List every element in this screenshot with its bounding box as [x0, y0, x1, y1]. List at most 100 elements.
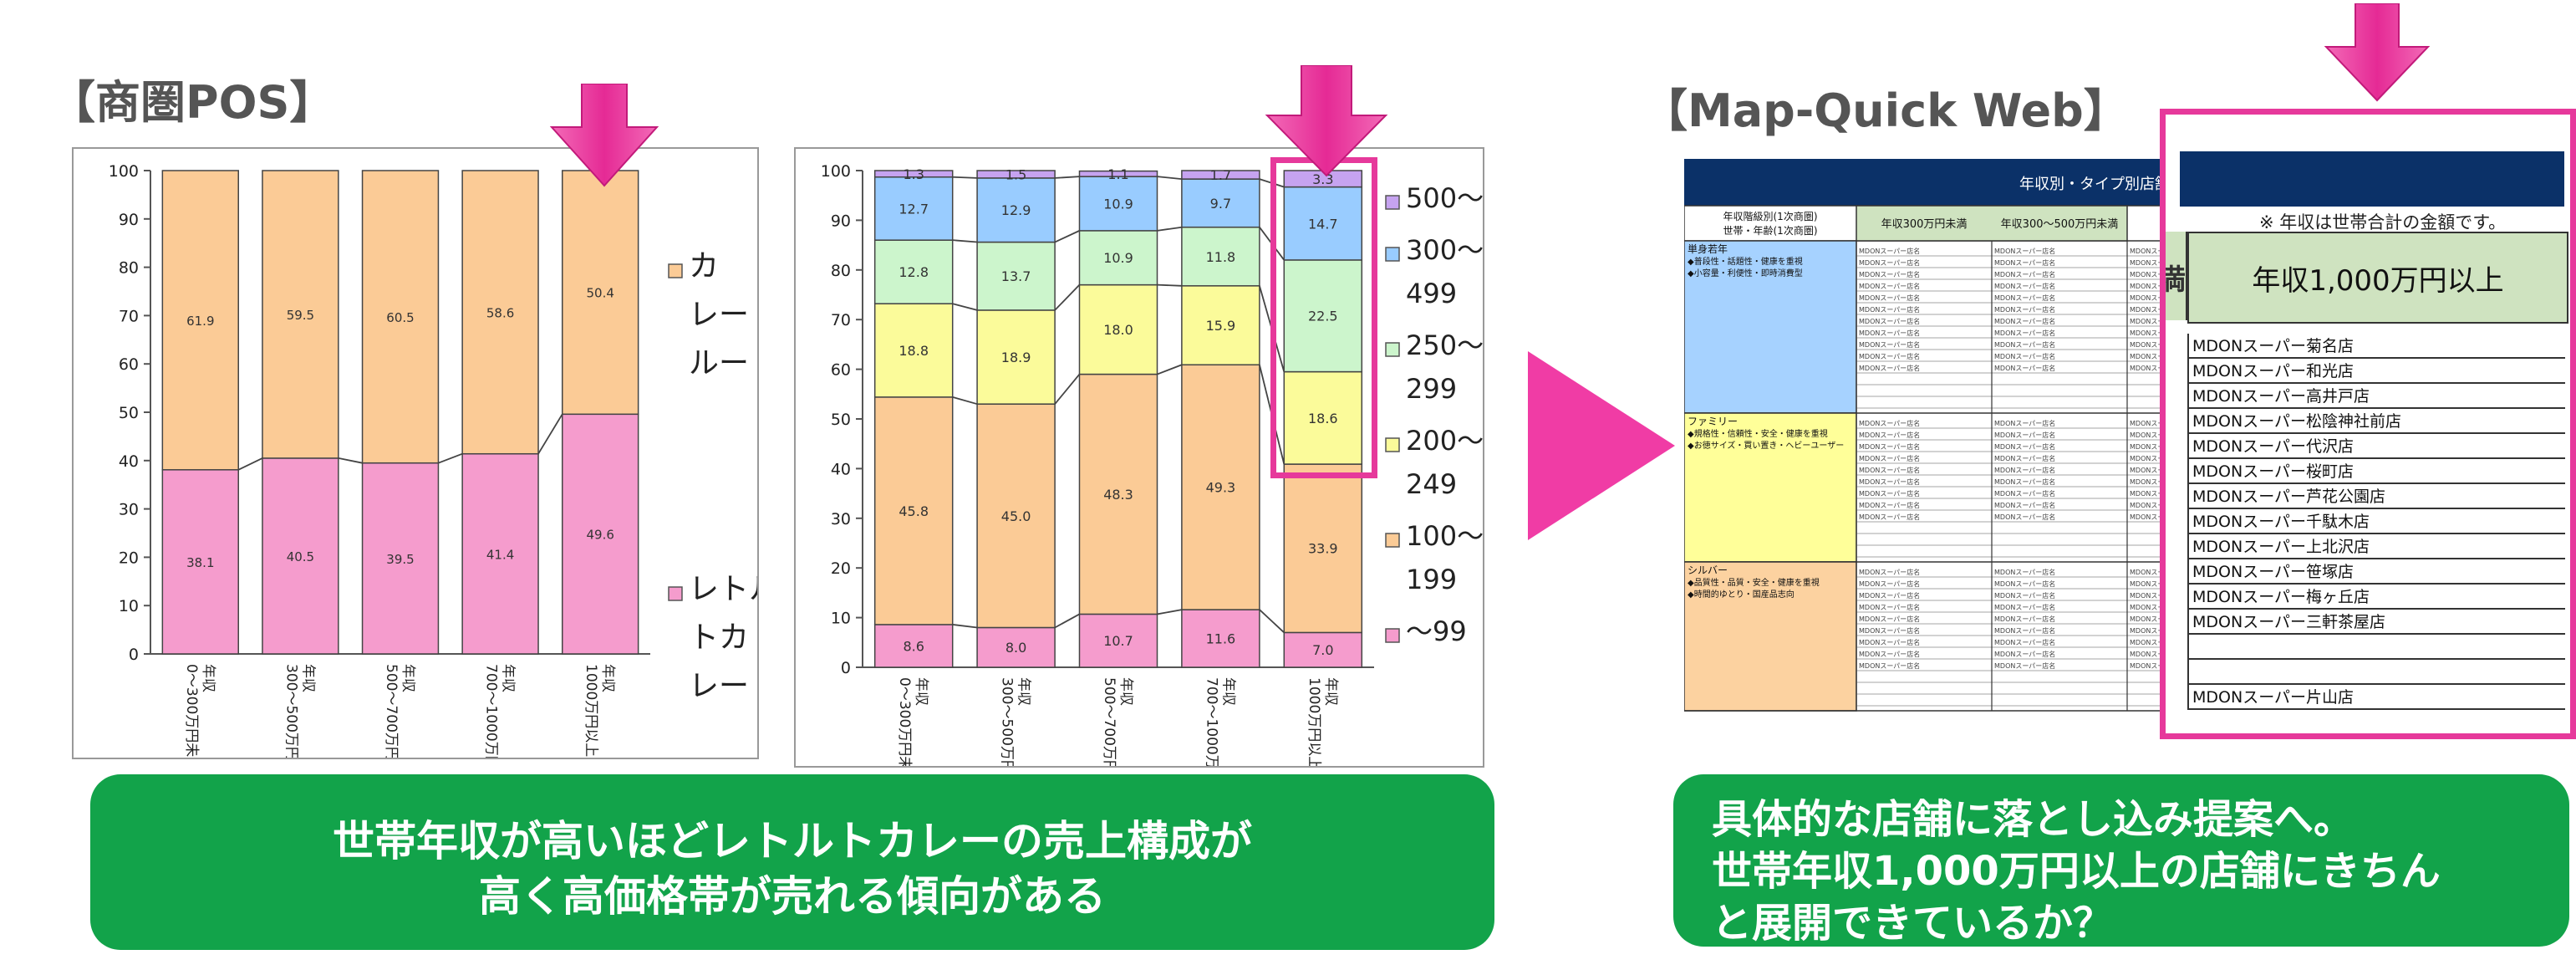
- series-connector: [1055, 176, 1080, 179]
- x-tick-label-group: 年収300～500万円未満: [999, 677, 1032, 803]
- row-group-bullet: ◆規格性・信頼性・安全・健康を重視: [1688, 428, 1828, 439]
- series-connector: [1054, 230, 1080, 243]
- right-banner-line2: 世帯年収1,000万円以上の店舗にきちん: [1712, 848, 2441, 895]
- series-connector: [338, 457, 363, 464]
- data-label: 12.8: [899, 264, 929, 280]
- legend-swatch: [1385, 628, 1400, 643]
- x-tick-label: 年収: [500, 664, 517, 692]
- table-cell-text: MDONスーパー店名: [1994, 294, 2055, 302]
- left-section-title: 【商圏POS】: [50, 76, 335, 129]
- table-cell-text: MDONスーパー店名: [1994, 626, 2055, 635]
- data-label: 13.7: [1001, 268, 1031, 284]
- table-cell-text: MDONスーパー店名: [1859, 454, 1920, 462]
- bar-segment: [976, 170, 1056, 179]
- bar-segment: [976, 626, 1056, 668]
- bar-segment: [1078, 176, 1158, 232]
- x-tick-label: 年収: [299, 664, 316, 692]
- table-cell-text: MDONスーパー店名: [1994, 638, 2055, 646]
- x-tick-label: 700～1000万円未満: [1203, 677, 1219, 766]
- data-label: 1.5: [1005, 166, 1026, 182]
- legend-label: 250～: [1406, 329, 1483, 361]
- down-arrow-icon: [2324, 3, 2431, 102]
- partial-column: 満: [2166, 232, 2187, 320]
- y-tick-label: 20: [119, 549, 139, 567]
- table-cell-text: MDONスーパー店名: [1994, 270, 2055, 278]
- x-tick-label: 年収: [200, 664, 216, 692]
- table-cell-text: MDONスーパー店名: [1994, 329, 2055, 337]
- legend-label: レトル: [689, 572, 757, 606]
- bar-segment: [1181, 170, 1260, 180]
- bar-segment: [1283, 370, 1363, 465]
- table-cell-text: MDONスーパー店名: [1859, 329, 1920, 337]
- bar-segment: [1181, 226, 1260, 287]
- y-tick-label: 90: [119, 211, 139, 229]
- row-group-title: ファミリー: [1688, 416, 1738, 427]
- data-label: 10.9: [1103, 250, 1133, 266]
- data-label: 18.0: [1103, 322, 1133, 338]
- legend-label: 499: [1406, 278, 1457, 309]
- bar-segment: [361, 462, 440, 655]
- y-tick-label: 20: [831, 559, 851, 578]
- table-cell-text: MDONスーパー店名: [1859, 626, 1920, 635]
- y-tick-label: 50: [831, 411, 851, 429]
- table-cell-text: MDONスーパー店名: [1859, 258, 1920, 267]
- store-row: MDONスーパー桜町店: [2187, 459, 2565, 484]
- table-cell-text: MDONスーパー店名: [1994, 661, 2055, 670]
- series-connector: [952, 303, 978, 311]
- series-connector: [1054, 373, 1081, 405]
- table-cell-text: MDONスーパー店名: [1859, 442, 1920, 451]
- data-label: 18.8: [899, 343, 929, 359]
- y-tick-label: 0: [841, 659, 851, 677]
- table-cell-text: MDONスーパー店名: [1859, 579, 1920, 588]
- right-banner-line3: と展開できているか？: [1712, 900, 2114, 947]
- table-cell-text: MDONスーパー店名: [1859, 591, 1920, 600]
- bar-segment: [1078, 170, 1158, 177]
- table-col-header: 年収300万円未満: [1881, 218, 1968, 231]
- y-tick-label: 100: [821, 162, 851, 181]
- bar-segment: [976, 403, 1056, 629]
- zoom-1000man-list: ※ 年収は世帯合計の金額です。 満 年収1,000万円以上 MDONスーパー菊名…: [2160, 109, 2576, 739]
- row-group-label-cell: [1683, 561, 1857, 712]
- bar-segment: [361, 170, 440, 464]
- y-tick-label: 60: [831, 361, 851, 380]
- left-summary-banner: 世帯年収が高いほどレトルトカレーの売上構成が 高く高価格帯が売れる傾向がある: [90, 774, 1494, 950]
- table-cell-text: MDONスーパー店名: [1859, 431, 1920, 439]
- data-label: 48.3: [1103, 487, 1133, 503]
- bar-segment: [873, 239, 954, 304]
- x-tick-label: 年収: [400, 664, 416, 692]
- legend-swatch: [668, 263, 683, 278]
- y-tick-label: 10: [831, 610, 851, 628]
- bar-segment: [873, 396, 954, 625]
- y-tick-label: 80: [119, 259, 139, 278]
- series-connector: [1157, 609, 1183, 615]
- data-label: 1.1: [1107, 166, 1128, 182]
- bar-segment: [1283, 259, 1363, 373]
- legend-label: ルー: [689, 346, 749, 380]
- data-label: 14.7: [1308, 216, 1338, 232]
- table-cell-text: MDONスーパー店名: [1859, 294, 1920, 302]
- bar-segment: [976, 177, 1056, 243]
- data-label: 39.5: [386, 552, 414, 567]
- table-cell-text: MDONスーパー店名: [1994, 258, 2055, 267]
- data-label: 9.7: [1210, 196, 1231, 212]
- table-cell-text: MDONスーパー店名: [1994, 579, 2055, 588]
- data-label: 45.8: [899, 503, 929, 519]
- table-cell-text: MDONスーパー店名: [1859, 513, 1920, 521]
- data-label: 11.8: [1206, 249, 1236, 265]
- bar-segment: [1181, 285, 1260, 366]
- data-label: 1.7: [1210, 167, 1231, 183]
- store-row: MDONスーパー芦花公園店: [2187, 484, 2565, 509]
- table-cell-text: MDONスーパー店名: [1994, 317, 2055, 325]
- data-label: 38.1: [186, 555, 214, 570]
- legend-label: 200～: [1406, 425, 1483, 457]
- table-cell-text: MDONスーパー店名: [1994, 591, 2055, 600]
- table-cell-text: MDONスーパー店名: [1994, 364, 2055, 372]
- legend-label: 249: [1406, 468, 1457, 500]
- x-tick-label: 0～300万円未満: [896, 677, 913, 766]
- legend-label: レー: [689, 298, 749, 332]
- bar-segment: [461, 170, 539, 455]
- left-banner-line2: 高く高価格帯が売れる傾向がある: [479, 872, 1106, 921]
